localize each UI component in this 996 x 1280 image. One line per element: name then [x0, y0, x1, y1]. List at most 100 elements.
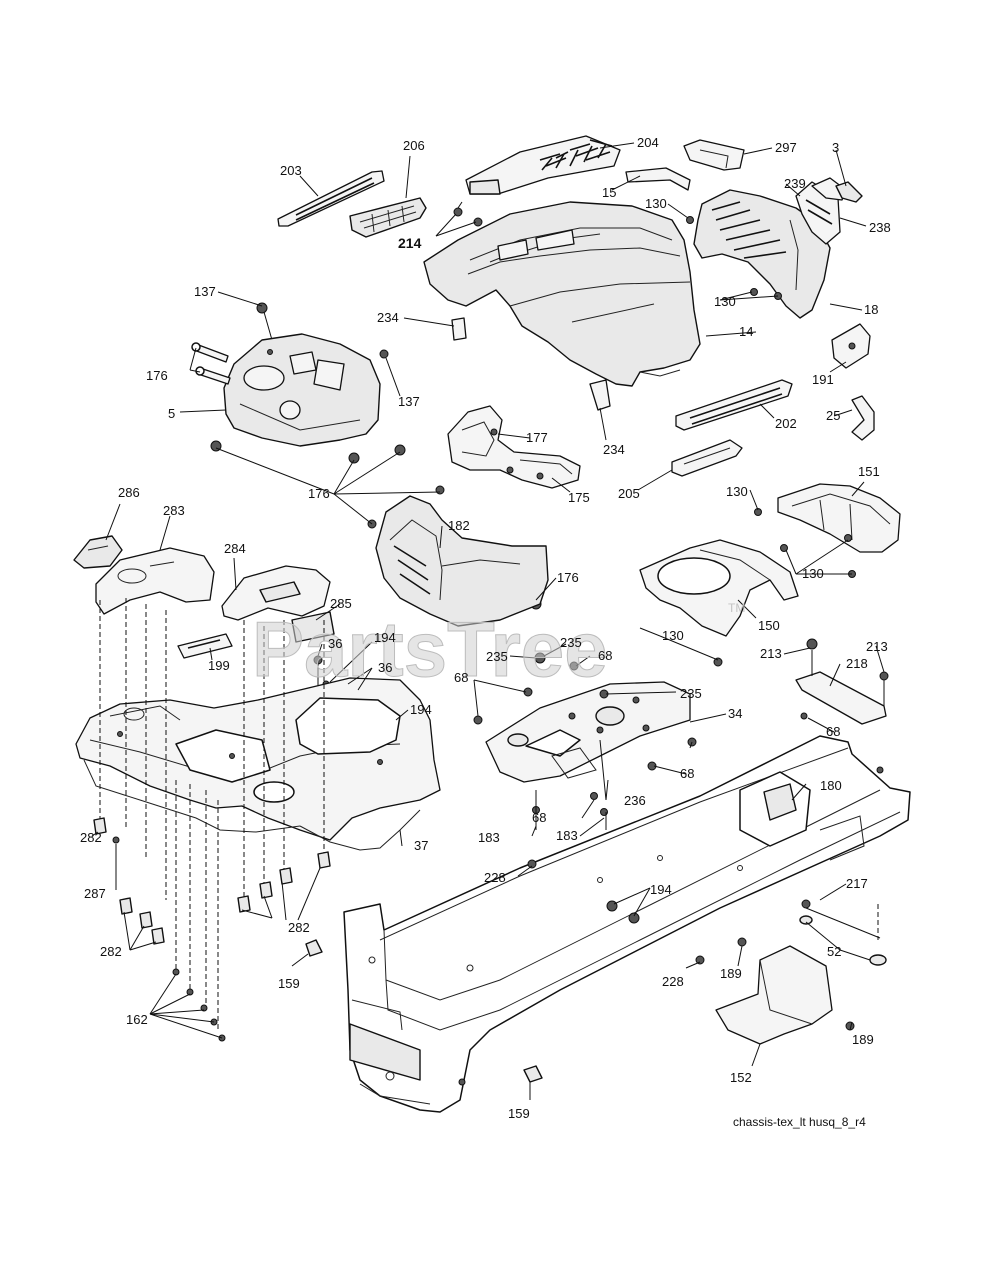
callout-68-right: 68: [826, 724, 840, 739]
callout-36-right: 36: [378, 660, 392, 675]
callout-5: 5: [168, 406, 175, 421]
callout-159-left: 159: [278, 976, 300, 991]
callout-213-left: 213: [760, 646, 782, 661]
part-206-bracket: [349, 197, 427, 238]
callout-130-right: 130: [802, 566, 824, 581]
callout-284: 284: [224, 541, 246, 556]
callout-176-mid: 176: [308, 486, 330, 501]
callout-183-right: 183: [556, 828, 578, 843]
part-199-label: [177, 633, 233, 659]
callout-235-right: 235: [680, 686, 702, 701]
callout-175: 175: [568, 490, 590, 505]
part-218-bracket: [795, 638, 889, 774]
diagram-reference-code: chassis-tex_lt husq_8_r4: [733, 1115, 866, 1129]
callout-199: 199: [208, 658, 230, 673]
callout-235-top: 235: [560, 635, 582, 650]
part-285-lens: [291, 611, 335, 643]
callout-14: 14: [739, 324, 753, 339]
callout-239: 239: [784, 176, 806, 191]
callout-68-left: 68: [454, 670, 468, 685]
callout-217: 217: [846, 876, 868, 891]
callout-25: 25: [826, 408, 840, 423]
callout-177: 177: [526, 430, 548, 445]
part-177-175-bracket: [447, 405, 581, 489]
part-37-fender-deck: [75, 677, 441, 851]
callout-287: 287: [84, 886, 106, 901]
callout-176-dash: 176: [146, 368, 168, 383]
callout-152: 152: [730, 1070, 752, 1085]
callout-206: 206: [403, 138, 425, 153]
callout-218: 218: [846, 656, 868, 671]
callout-297: 297: [775, 140, 797, 155]
callout-189-left: 189: [720, 966, 742, 981]
part-18-front-grille: [693, 177, 847, 319]
callout-214: 214: [398, 235, 422, 251]
callout-283: 283: [163, 503, 185, 518]
callout-162: 162: [126, 1012, 148, 1027]
part-194-228-small: [458, 859, 705, 1086]
callout-130-bracket: 130: [726, 484, 748, 499]
callout-150: 150: [758, 618, 780, 633]
part-205: [671, 439, 743, 477]
part-15-strap: [625, 167, 691, 191]
callout-205: 205: [618, 486, 640, 501]
callout-282-left: 282: [100, 944, 122, 959]
callout-189-right: 189: [852, 1032, 874, 1047]
part-202-grille: [675, 379, 793, 431]
callout-282-right: 282: [288, 920, 310, 935]
callout-36-left: 36: [328, 636, 342, 651]
part-191: [831, 323, 871, 369]
callout-180: 180: [820, 778, 842, 793]
part-217-rod: [799, 899, 887, 966]
part-150-shroud: [639, 539, 799, 667]
part-3: [835, 181, 863, 203]
leader-lines: [91, 142, 885, 1100]
callout-202: 202: [775, 416, 797, 431]
callout-52: 52: [827, 944, 841, 959]
callout-234-right: 234: [603, 442, 625, 457]
callout-238: 238: [869, 220, 891, 235]
callout-236: 236: [624, 793, 646, 808]
part-234-clip-a: [451, 317, 467, 341]
callout-228-left: 228: [484, 870, 506, 885]
callout-194-mid: 194: [410, 702, 432, 717]
part-151-bracket: [754, 483, 901, 578]
callout-194-bottom: 194: [650, 882, 672, 897]
callout-234-left: 234: [377, 310, 399, 325]
callout-130-shroud: 130: [662, 628, 684, 643]
callout-159-bottom: 159: [508, 1106, 530, 1121]
callout-130-hood: 130: [714, 294, 736, 309]
callout-194-top: 194: [374, 630, 396, 645]
callout-282-top: 282: [80, 830, 102, 845]
callout-228-right: 228: [662, 974, 684, 989]
part-34-seat-plate: [485, 681, 691, 783]
callout-286: 286: [118, 485, 140, 500]
callout-3: 3: [832, 140, 839, 155]
part-234-clip-b: [589, 379, 611, 411]
part-297-block: [683, 139, 745, 171]
part-chassis-frame: [343, 735, 911, 1113]
watermark-text: PartsTree: [252, 605, 608, 693]
callout-183-left: 183: [478, 830, 500, 845]
callout-37: 37: [414, 838, 428, 853]
callout-15: 15: [602, 185, 616, 200]
callout-34: 34: [728, 706, 742, 721]
callout-176-seat: 176: [557, 570, 579, 585]
callout-191: 191: [812, 372, 834, 387]
part-left-fasteners: [93, 598, 543, 1083]
part-5-dash-panel: [223, 333, 381, 447]
callout-18: 18: [864, 302, 878, 317]
part-182-seat-riser: [375, 495, 549, 627]
watermark: PartsTree TM: [252, 601, 746, 694]
callout-68-plate: 68: [680, 766, 694, 781]
part-214-screws: [453, 201, 483, 227]
part-235-68-fasteners: [473, 652, 697, 830]
watermark-trademark: TM: [728, 601, 745, 615]
part-203-grille: [277, 170, 385, 227]
part-204-top-grille: [465, 135, 621, 195]
part-286-cap: [73, 535, 123, 569]
callout-68-top: 68: [598, 648, 612, 663]
part-14-hood: [423, 201, 701, 387]
part-25: [851, 395, 875, 441]
